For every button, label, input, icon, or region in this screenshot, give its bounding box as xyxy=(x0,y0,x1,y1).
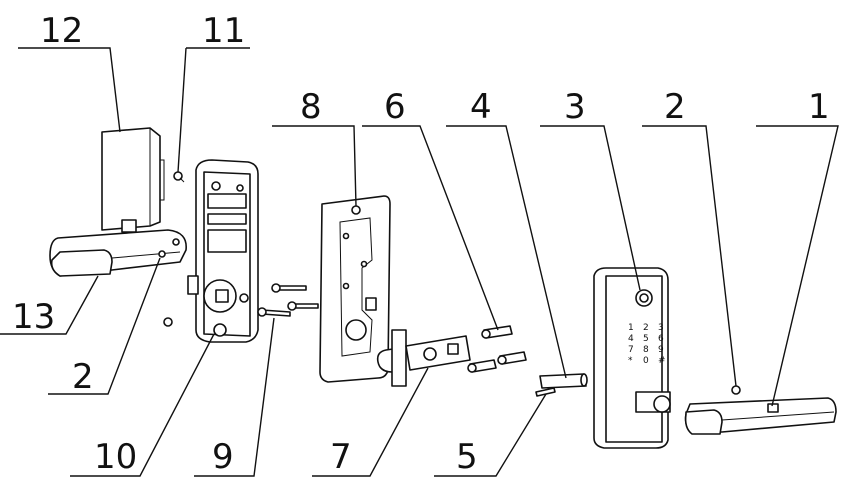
part-2-screw-right xyxy=(731,385,741,395)
keypad-key: * xyxy=(628,356,633,366)
part-7-latch xyxy=(376,329,471,387)
callout-7: 7 xyxy=(330,437,352,477)
part-9-screws xyxy=(257,283,319,317)
keypad-key: 6 xyxy=(658,334,664,344)
leader-lines xyxy=(0,47,839,477)
callout-5: 5 xyxy=(456,437,478,477)
callout-9: 9 xyxy=(212,437,234,477)
callout-3: 3 xyxy=(564,87,586,127)
keypad-key: 4 xyxy=(628,334,634,344)
keypad-key: 1 xyxy=(628,323,634,333)
callout-2: 2 xyxy=(664,87,686,127)
part-6-pins xyxy=(467,325,527,373)
keypad-key: 5 xyxy=(643,334,649,344)
keypad-key: 9 xyxy=(658,345,664,355)
callout-10: 10 xyxy=(94,437,137,477)
keypad-key: 7 xyxy=(628,345,634,355)
part-13-inner-lever xyxy=(49,229,187,277)
keypad-key: 3 xyxy=(658,323,664,333)
part-1-outer-lever xyxy=(684,397,837,435)
keypad-key: # xyxy=(658,356,666,366)
callout-8: 8 xyxy=(300,87,322,127)
callout-6: 6 xyxy=(384,87,406,127)
part-4-spindle xyxy=(539,373,588,389)
part-11-screw xyxy=(173,171,185,183)
callout-2-left: 2 xyxy=(72,357,94,397)
part-10-inner-body xyxy=(187,159,259,343)
callout-4: 4 xyxy=(470,87,492,127)
callout-12: 12 xyxy=(40,11,83,51)
keypad-key: 8 xyxy=(643,345,649,355)
keypad-key: 0 xyxy=(643,356,649,366)
callout-11: 11 xyxy=(202,11,245,51)
part-8-mounting-plate xyxy=(319,195,391,383)
callout-labels: 12 11 8 6 4 3 2 1 13 2 10 9 7 5 xyxy=(12,11,830,477)
keypad-key: 2 xyxy=(643,323,649,333)
part-5-pin xyxy=(535,387,556,397)
part-12-back-cover xyxy=(101,127,165,233)
callout-1: 1 xyxy=(808,87,830,127)
callout-13: 13 xyxy=(12,297,55,337)
loose-screw xyxy=(163,317,173,327)
